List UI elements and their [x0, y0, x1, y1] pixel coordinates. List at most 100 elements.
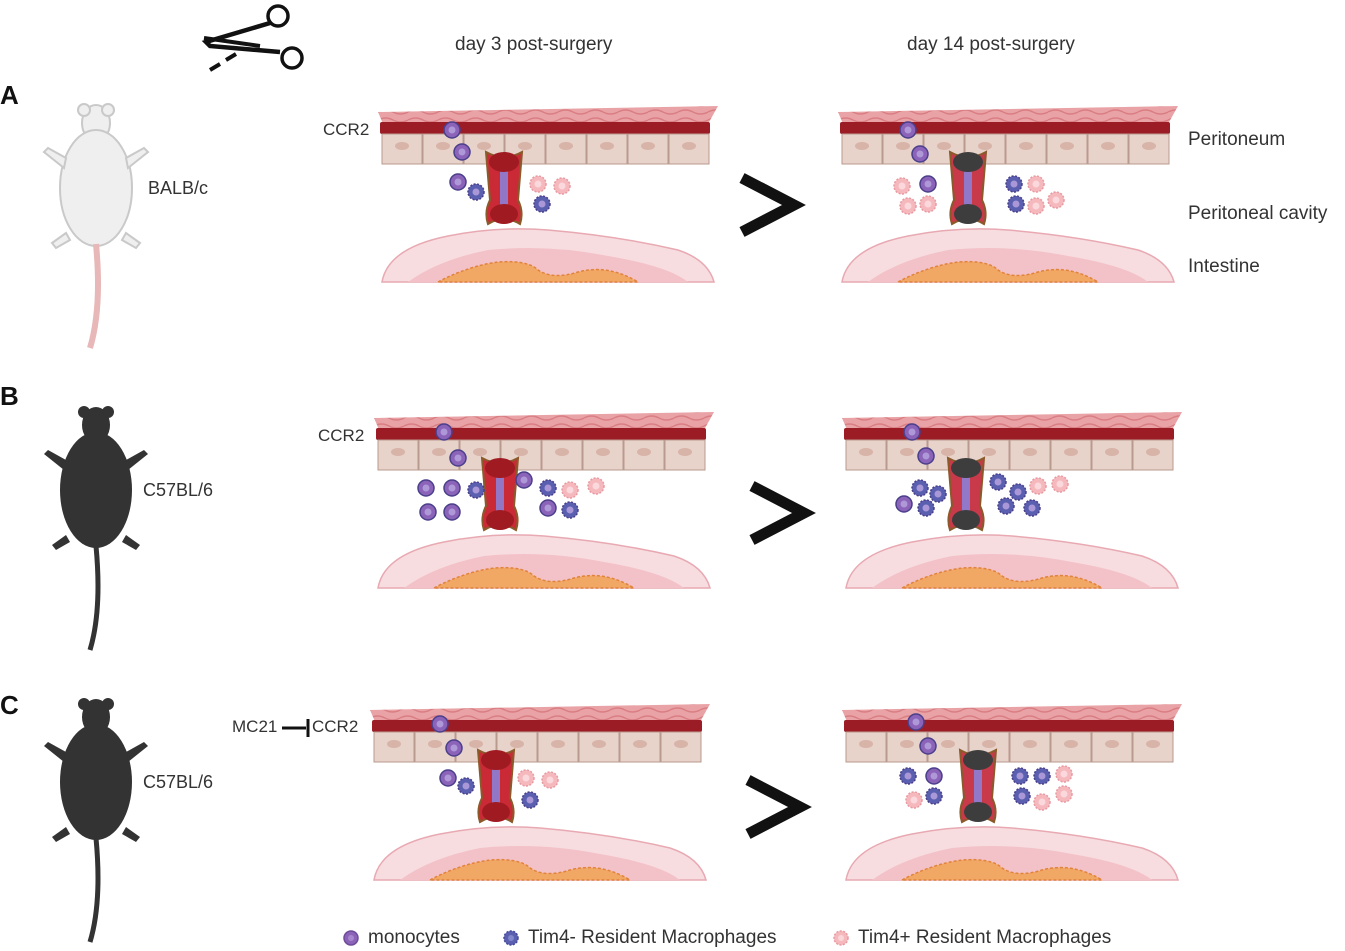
greater-than-icon	[745, 775, 812, 839]
adhesion-cap-bottom	[964, 802, 992, 822]
scene-b-day3	[374, 412, 714, 589]
tim4-neg-macrophage	[917, 499, 935, 517]
scene-a-day3	[378, 106, 718, 283]
intestine-lumen	[901, 858, 1105, 881]
peritoneum-membrane	[380, 122, 710, 134]
ccr2-label-c: CCR2	[312, 717, 359, 736]
tim4-neg-macrophage	[521, 791, 539, 809]
legend-monocytes: monocytes	[342, 927, 460, 949]
peritoneum-muscle-layer	[842, 412, 1182, 432]
tim4-neg-macrophage	[899, 767, 917, 785]
monocyte	[903, 423, 921, 441]
monocyte	[539, 499, 557, 517]
monocyte	[907, 713, 925, 731]
tim4-pos-macrophage	[1051, 475, 1069, 493]
intestine-lumen	[429, 858, 633, 881]
panel-letter-c: C	[0, 690, 19, 720]
adhesion-core	[492, 760, 500, 814]
adhesion-cap-top	[485, 458, 515, 478]
peritoneum-membrane	[840, 122, 1170, 134]
mouse-c57bl6-icon-b	[44, 406, 148, 651]
scene-c-day14	[842, 704, 1182, 881]
label-intestine: Intestine	[1188, 256, 1260, 277]
adhesion-core	[496, 468, 504, 522]
header-day14: day 14 post-surgery	[907, 34, 1075, 55]
adhesion-core	[962, 468, 970, 522]
peritoneum-membrane	[844, 428, 1174, 440]
scene-b-day14	[842, 412, 1182, 589]
adhesion-core	[500, 162, 508, 216]
tim4-pos-macrophage	[899, 197, 917, 215]
tim4-neg-macrophage	[997, 497, 1015, 515]
tim4-pos-macrophage	[529, 175, 547, 193]
adhesion-cap-bottom	[482, 802, 510, 822]
tim4-neg-macrophage	[467, 481, 485, 499]
peritoneum-membrane	[376, 428, 706, 440]
monocyte	[431, 715, 449, 733]
monocyte	[453, 143, 471, 161]
panel-letter-b: B	[0, 381, 19, 411]
tim4-pos-macrophage	[561, 481, 579, 499]
monocyte	[417, 479, 435, 497]
peritoneum-membrane	[372, 720, 702, 732]
tim4-neg-macrophage	[1009, 483, 1027, 501]
tim4-pos-macrophage	[1055, 785, 1073, 803]
tim4-pos-macrophage	[1027, 197, 1045, 215]
monocyte	[919, 737, 937, 755]
legend-label-tim4-neg: Tim4- Resident Macrophages	[528, 927, 777, 948]
peritoneum-muscle-layer	[378, 106, 718, 126]
ccr2-label-a: CCR2	[323, 120, 370, 139]
mouse-c57bl6-icon-c	[44, 698, 148, 943]
adhesion-cap-top	[481, 750, 511, 770]
monocyte	[917, 447, 935, 465]
tim4-neg-macrophage	[457, 777, 475, 795]
legend-tim4-pos: Tim4+ Resident Macrophages	[832, 927, 1111, 949]
adhesion-cap-top	[953, 152, 983, 172]
tim4-neg-macrophage	[1007, 195, 1025, 213]
tim4-neg-macrophage	[1011, 767, 1029, 785]
adhesion-cap-bottom	[954, 204, 982, 224]
legend-label-monocytes: monocytes	[368, 927, 460, 948]
scissors-icon	[201, 4, 304, 72]
greater-than-icon	[749, 481, 816, 545]
tim4-pos-macrophage	[1055, 765, 1073, 783]
monocyte	[895, 495, 913, 513]
monocyte	[419, 503, 437, 521]
tim4-neg-macrophage	[1023, 499, 1041, 517]
peritoneum-membrane	[844, 720, 1174, 732]
header-day3: day 3 post-surgery	[455, 34, 613, 55]
monocyte	[443, 121, 461, 139]
tim4-neg-macrophage	[929, 485, 947, 503]
adhesion-core	[964, 162, 972, 216]
tim4-neg-macrophage	[1033, 767, 1051, 785]
ccr2-label-b: CCR2	[318, 426, 365, 445]
tim4-pos-macrophage	[541, 771, 559, 789]
tim4-pos-macrophage	[1027, 175, 1045, 193]
monocyte	[435, 423, 453, 441]
tim4-pos-macrophage	[919, 195, 937, 213]
tim4-neg-macrophage-icon	[503, 930, 519, 946]
tim4-neg-macrophage	[925, 787, 943, 805]
strain-label-b: C57BL/6	[143, 480, 214, 500]
tim4-pos-macrophage-icon	[833, 930, 849, 946]
monocyte	[925, 767, 943, 785]
monocyte	[439, 769, 457, 787]
label-peritoneal-cavity: Peritoneal cavity	[1188, 203, 1328, 224]
intestine-lumen	[433, 566, 637, 589]
intestine-lumen	[901, 566, 1105, 589]
intestine-lumen	[437, 260, 641, 283]
monocyte	[515, 471, 533, 489]
adhesion-cap-bottom	[490, 204, 518, 224]
monocyte-icon	[343, 930, 359, 946]
tim4-pos-macrophage	[1029, 477, 1047, 495]
strain-label-c: C57BL/6	[143, 772, 214, 792]
peritoneum-muscle-layer	[842, 704, 1182, 724]
mesothelial-cell	[545, 133, 587, 165]
tim4-pos-macrophage	[587, 477, 605, 495]
tim4-neg-macrophage	[989, 473, 1007, 491]
tim4-neg-macrophage	[1013, 787, 1031, 805]
label-peritoneum: Peritoneum	[1188, 129, 1286, 150]
tim4-pos-macrophage	[1047, 191, 1065, 209]
monocyte	[919, 175, 937, 193]
tim4-pos-macrophage	[893, 177, 911, 195]
